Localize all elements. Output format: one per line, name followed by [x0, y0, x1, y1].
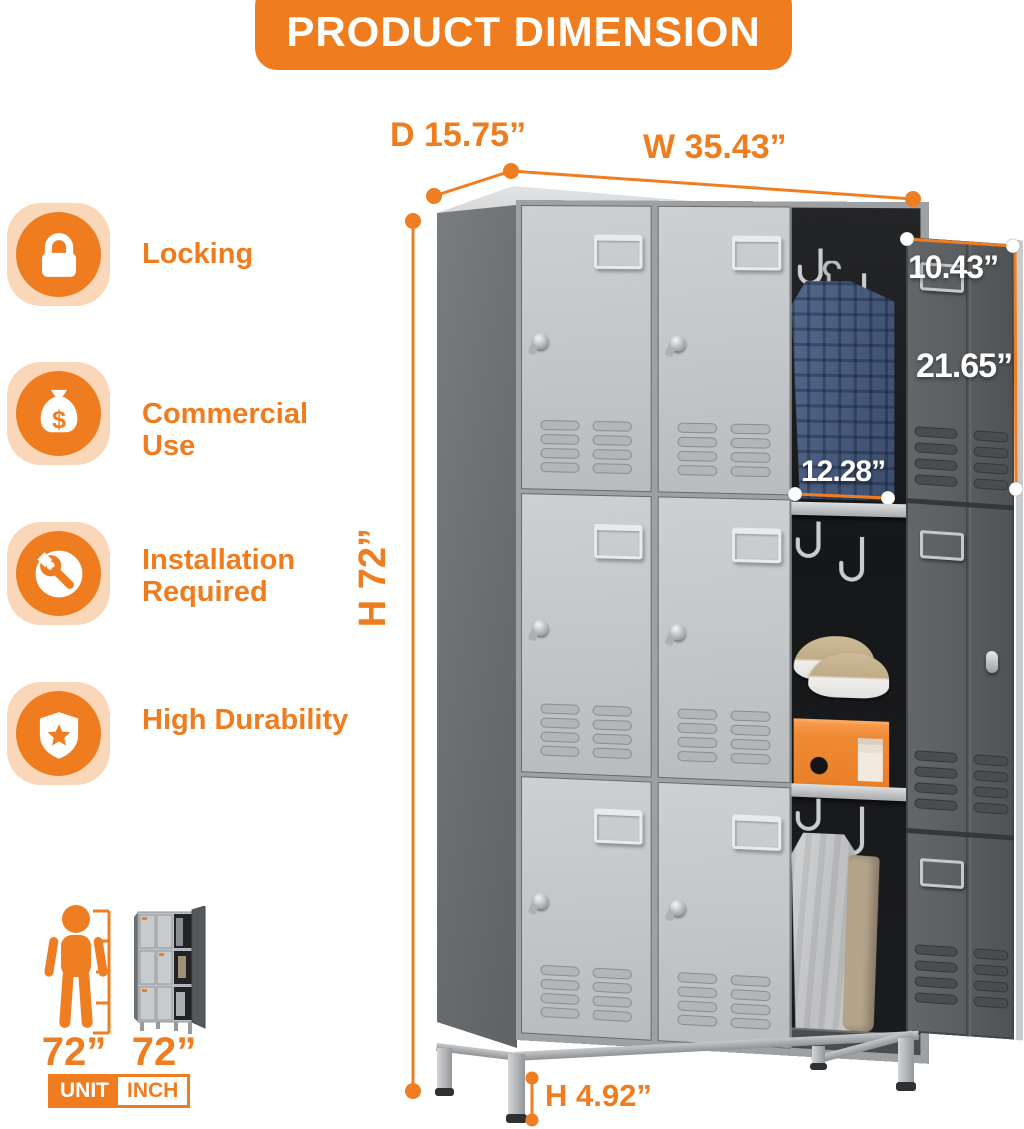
locker-door-closed: [659, 783, 790, 1048]
shoe-box-label: [858, 738, 883, 782]
shield-star-icon: [7, 682, 110, 785]
shoe-box: [794, 718, 889, 790]
door-vents: [677, 422, 771, 478]
height-ruler: [90, 906, 116, 1038]
locker-leg: [508, 1054, 525, 1116]
door-lock: [533, 333, 549, 349]
leg-height-dimension-label: H 4.92”: [545, 1078, 652, 1114]
open-door-gap: [906, 498, 1014, 511]
door-lock: [986, 651, 998, 674]
shelf: [792, 502, 921, 518]
feature-label-commercial-use: Commercial Use: [142, 398, 352, 463]
depth-dimension-label: D 15.75”: [390, 116, 526, 155]
door-handle: [920, 530, 964, 561]
open-door-gap: [906, 828, 1014, 841]
door-vents: [540, 419, 632, 474]
door-vents: [540, 703, 632, 760]
door-vents: [914, 750, 1010, 817]
door-lock: [533, 893, 549, 910]
locker-foot: [435, 1088, 454, 1096]
door-lock: [670, 623, 686, 640]
svg-text:$: $: [52, 405, 66, 433]
locker-leg: [437, 1048, 452, 1090]
locker-front: [516, 200, 929, 1064]
door-handle: [594, 808, 642, 844]
unit-value: INCH: [118, 1077, 187, 1105]
wrench-icon-circle: [16, 531, 101, 616]
banner-title: PRODUCT DIMENSION: [286, 8, 760, 56]
locker-foot: [810, 1063, 827, 1070]
door-handle: [920, 858, 964, 889]
door-lock: [533, 619, 549, 636]
unit-label: UNIT: [51, 1077, 118, 1105]
money-bag-icon: $: [7, 362, 110, 465]
unit-badge: UNIT INCH: [48, 1074, 190, 1108]
coat-hook-icon: [837, 536, 872, 590]
feature-label-installation-required: Installation Required: [142, 544, 352, 609]
mini-locker-image: [130, 906, 210, 1038]
locker-door-closed: [522, 777, 651, 1039]
person-height-label: 72”: [38, 1030, 110, 1075]
lock-icon-circle: [16, 212, 101, 297]
door-lock: [670, 335, 686, 351]
door-lock: [670, 899, 686, 916]
locker-door-closed: [659, 497, 790, 782]
compartment-width-dimension-label: 12.28”: [801, 455, 885, 489]
feature-label-locking: Locking: [142, 238, 352, 270]
locker-door-closed: [659, 207, 790, 495]
door-handle: [732, 527, 781, 563]
door-width-dimension-label: 10.43”: [908, 249, 998, 286]
door-vents: [540, 964, 632, 1022]
wrench-icon: [7, 522, 110, 625]
locker-height-label: 72”: [122, 1030, 206, 1075]
locker-leg: [898, 1038, 914, 1084]
door-handle: [732, 814, 781, 851]
width-dimension-label: W 35.43”: [643, 128, 787, 167]
door-vents: [677, 708, 771, 765]
door-vents: [914, 426, 1010, 493]
locker-foot: [896, 1082, 916, 1091]
feature-label-high-durability: High Durability: [142, 704, 352, 736]
height-dimension-label: H 72”: [352, 528, 395, 627]
open-door-edge: [1016, 240, 1023, 1040]
lock-icon: [7, 203, 110, 306]
hanging-pants: [842, 855, 879, 1033]
door-vents: [914, 944, 1010, 1011]
locker-side-panel: [437, 196, 517, 1048]
money-bag-icon-circle: $: [16, 371, 101, 456]
door-height-dimension-label: 21.65”: [916, 347, 1012, 386]
locker-open-compartments: [792, 208, 921, 1056]
locker-foot: [506, 1114, 527, 1123]
shoe-box-hole: [810, 757, 828, 775]
door-handle: [594, 524, 642, 559]
shield-star-icon-circle: [16, 691, 101, 776]
door-handle: [594, 235, 642, 270]
locker-door-closed: [522, 494, 651, 776]
banner: PRODUCT DIMENSION: [255, 0, 792, 70]
door-handle: [732, 236, 781, 271]
door-vents: [677, 972, 771, 1031]
locker-door-closed: [522, 206, 651, 491]
coat-hook-icon: [794, 521, 829, 567]
